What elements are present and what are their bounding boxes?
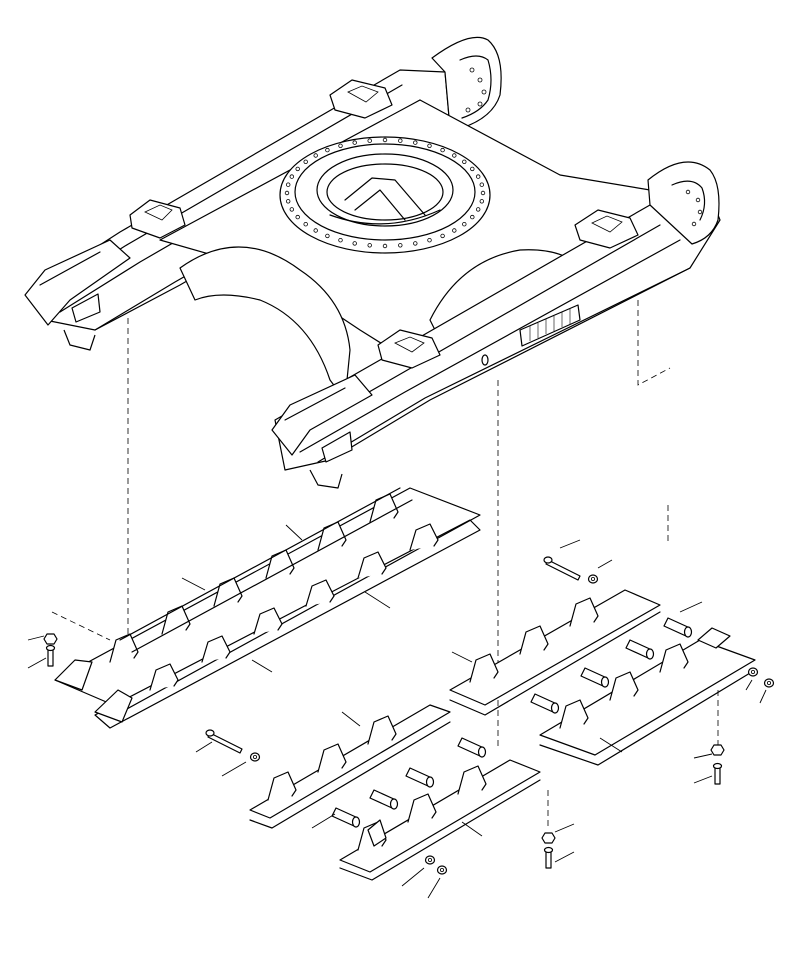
fasteners <box>43 556 775 875</box>
spacer-bushing <box>331 807 361 828</box>
track-guard-left <box>54 487 481 729</box>
spacer-bushing <box>663 617 693 638</box>
spacer-bushing <box>457 737 487 758</box>
track-frame <box>24 36 721 489</box>
track-guard-right-upper <box>449 589 756 766</box>
spacer-bushing <box>580 667 610 688</box>
spacer-bushing <box>369 789 399 810</box>
spacer-bushing <box>530 693 560 714</box>
leader-lines <box>27 524 767 899</box>
alignment-lines <box>51 300 719 830</box>
spacer-bushings <box>331 617 693 828</box>
spacer-bushing <box>405 767 435 788</box>
track-guard-lower <box>249 704 541 881</box>
spacer-bushing <box>625 639 655 660</box>
